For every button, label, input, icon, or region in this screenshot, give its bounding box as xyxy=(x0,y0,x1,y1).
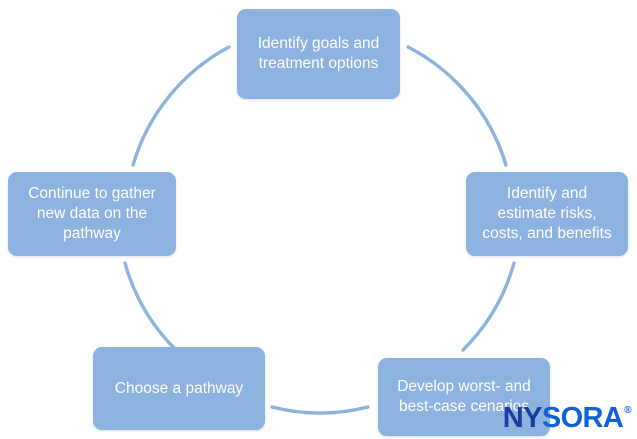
logo-text-sora: SORA xyxy=(541,402,624,434)
cycle-node-label: Develop worst- and best-case cenarios xyxy=(397,378,531,415)
arc-top-to-right xyxy=(406,45,508,167)
cycle-node-develop-scenarios[interactable]: Develop worst- and best-case cenarios xyxy=(378,358,550,436)
arc-right-to-bottomright xyxy=(461,261,516,352)
cycle-node-identify-estimate[interactable]: Identify and estimate risks, costs, and … xyxy=(466,172,628,256)
arc-bottomright-to-bottomleft xyxy=(270,405,370,415)
arc-left-to-top xyxy=(131,45,231,167)
arc-bottomleft-to-left xyxy=(123,261,178,352)
cycle-node-label: Choose a pathway xyxy=(114,379,244,397)
registered-trademark-icon: ® xyxy=(624,405,631,416)
cycle-node-label: Continue to gather new data on the pathw… xyxy=(28,185,156,242)
cycle-node-continue-gather-data[interactable]: Continue to gather new data on the pathw… xyxy=(8,172,176,256)
nysora-logo: NY SORA ® xyxy=(502,402,632,434)
cycle-node-label: Identify goals and treatment options xyxy=(257,35,380,72)
logo-text-ny: NY xyxy=(502,402,543,434)
cycle-node-identify-goals[interactable]: Identify goals and treatment options xyxy=(237,9,400,99)
cycle-node-label: Identify and estimate risks, costs, and … xyxy=(482,185,612,242)
cycle-node-choose-pathway[interactable]: Choose a pathway xyxy=(93,347,265,430)
